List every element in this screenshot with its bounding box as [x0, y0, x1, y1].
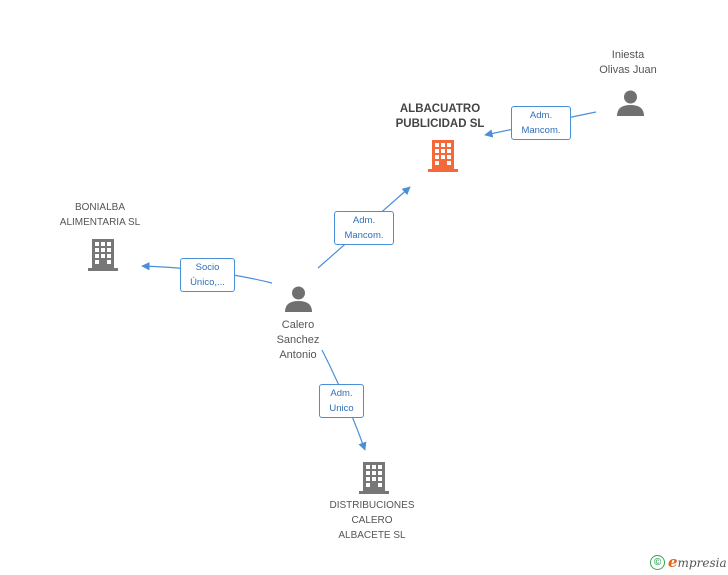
edge-label-line: Adm. — [330, 388, 353, 399]
node-label-line: Calero — [281, 319, 315, 331]
copyright-icon: © — [650, 554, 665, 570]
edge-label-line: Mancom. — [521, 125, 561, 136]
edge-label-iniesta-albacuatro[interactable]: Adm. Mancom. — [511, 106, 571, 140]
edge-label-line: Mancom. — [344, 230, 384, 241]
brand-initial: e — [668, 553, 678, 571]
node-label-line: CALERO — [351, 515, 393, 526]
edge-label-calero-albacuatro[interactable]: Adm. Mancom. — [334, 211, 394, 245]
node-label-line: Sanchez — [276, 334, 320, 346]
edge-label-line: Adm. — [529, 110, 553, 121]
node-label-line: Antonio — [279, 349, 317, 361]
node-calero[interactable]: Calero Sanchez Antonio — [256, 318, 340, 363]
empresia-logo[interactable]: © empresia — [650, 553, 727, 571]
edge-label-line: Socio — [195, 262, 220, 273]
building-icon — [88, 239, 118, 271]
building-icon — [359, 462, 389, 494]
node-label-line: PUBLICIDAD SL — [395, 118, 485, 130]
node-iniesta[interactable]: Iniesta Olivas Juan — [580, 48, 676, 78]
node-bonialba[interactable]: BONIALBA ALIMENTARIA SL — [42, 200, 158, 230]
node-albacuatro[interactable]: ALBACUATRO PUBLICIDAD SL — [378, 102, 502, 132]
brand-rest: mpresia — [677, 556, 727, 570]
node-label-line: ALBACETE SL — [338, 530, 406, 541]
edge-label-line: Adm. — [352, 215, 376, 226]
node-distribuciones[interactable]: DISTRIBUCIONES CALERO ALBACETE SL — [310, 498, 434, 543]
building-icon — [428, 140, 458, 172]
edge-label-line: Unico — [329, 403, 354, 414]
brand-text: empresia — [668, 553, 727, 571]
node-label-line: ALIMENTARIA SL — [59, 217, 141, 228]
edge-label-calero-distribuciones[interactable]: Adm. Unico — [319, 384, 364, 418]
person-icon — [617, 90, 644, 116]
person-icon — [285, 286, 312, 312]
edge-label-line: Único,... — [190, 277, 225, 288]
node-label-line: Iniesta — [611, 49, 645, 61]
node-label-line: DISTRIBUCIONES — [329, 500, 415, 511]
edge-label-calero-bonialba[interactable]: Socio Único,... — [180, 258, 235, 292]
node-label-line: Olivas Juan — [599, 64, 657, 76]
node-label-line: BONIALBA — [74, 202, 126, 213]
node-label-line: ALBACUATRO — [399, 103, 481, 115]
